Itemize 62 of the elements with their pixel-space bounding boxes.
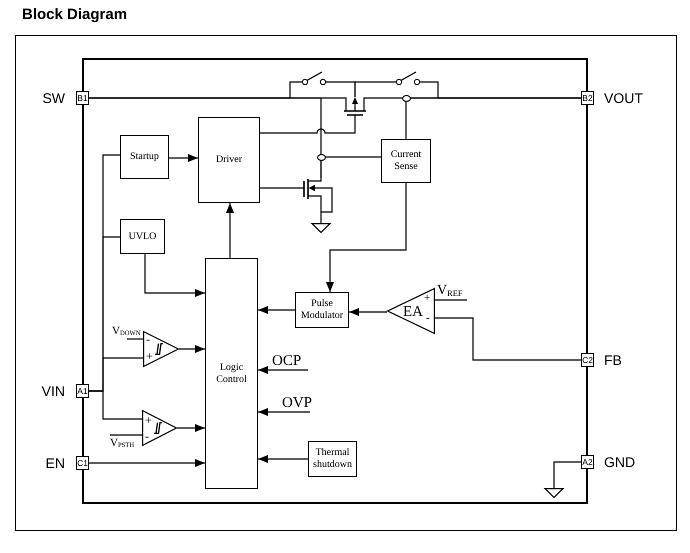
pin-name: SW [42, 90, 65, 106]
arrow [258, 408, 310, 416]
switch-symbol [301, 70, 327, 86]
polarity-sign: - [146, 333, 150, 345]
function-block: Current Sense [381, 139, 431, 183]
arrow [258, 306, 295, 314]
signal-label: V$_{DOWN}$ [110, 324, 142, 339]
polarity-sign: + [424, 293, 430, 304]
signal-label: OCP [270, 352, 308, 370]
pin-number: A2 [582, 458, 593, 466]
pin-number: C2 [582, 356, 593, 364]
polarity-sign: + [146, 350, 153, 362]
diagram-title: Block Diagram [22, 6, 128, 23]
connection-line [553, 461, 581, 488]
pin-number: B2 [582, 94, 593, 102]
pin-name: EN [46, 455, 65, 471]
arrow [144, 254, 205, 297]
function-block: Logic Control [205, 258, 258, 489]
connection-line [127, 338, 143, 340]
pin-name: GND [604, 454, 636, 470]
function-block: UVLO [120, 219, 165, 254]
connection-line [320, 156, 381, 178]
arrow [258, 455, 308, 463]
function-block: Thermal shutdown [308, 441, 357, 477]
signal-label: V$_{REF}$ [435, 282, 467, 300]
arrow [177, 424, 205, 432]
transistor-symbol [301, 178, 333, 214]
pin-number: C1 [77, 458, 88, 468]
connection-line [435, 317, 581, 361]
pin-number: A1 [77, 386, 88, 396]
arrow [349, 308, 387, 316]
transistor-symbol [344, 97, 366, 117]
pin-name: FB [604, 352, 622, 368]
arrow [169, 154, 198, 162]
connection-line [405, 97, 581, 139]
connection-line [89, 390, 142, 420]
arrow [258, 366, 308, 374]
connection-line [320, 214, 322, 223]
arrow [179, 345, 205, 353]
arrow [226, 203, 234, 258]
amplifier-label: EA [403, 305, 423, 320]
connection-line [110, 434, 142, 436]
polarity-sign: + [145, 414, 152, 426]
function-block: Driver [198, 117, 260, 203]
signal-label: V$_{PSTH}$ [108, 435, 141, 449]
connection-line [435, 299, 467, 301]
pin-name: VOUT [604, 90, 643, 106]
function-block: Pulse Modulator [295, 292, 349, 328]
ground-symbol [545, 488, 563, 498]
pin-name: VIN [42, 383, 65, 399]
ground-symbol [312, 223, 330, 233]
connection-line [260, 187, 301, 189]
connection-line [354, 81, 395, 97]
pin-number: B1 [77, 94, 88, 102]
function-block: Startup [120, 135, 169, 179]
polarity-sign: - [426, 313, 430, 324]
connection-line [260, 117, 356, 134]
switch-symbol [395, 70, 421, 86]
polarity-sign: - [145, 430, 149, 442]
signal-label: OVP [280, 395, 310, 412]
arrow [326, 183, 407, 292]
arrow [89, 459, 205, 467]
